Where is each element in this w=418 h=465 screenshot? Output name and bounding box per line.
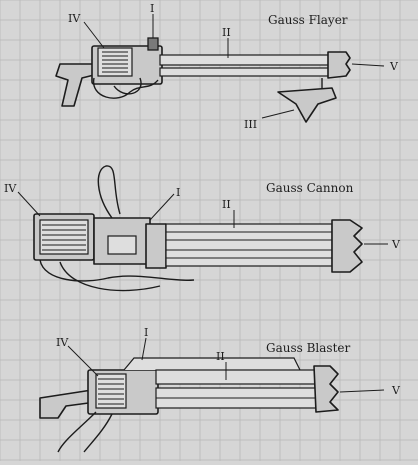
gauss-flayer-blade <box>277 87 337 123</box>
gauss-blaster-label-v: V <box>391 384 401 397</box>
gauss-flayer-label-iii: III <box>244 118 257 131</box>
gauss-blaster-label-iv: IV <box>56 336 69 349</box>
gauss-blaster-cable-2 <box>83 413 113 453</box>
gauss-cannon-label-ii: II <box>222 198 231 211</box>
gauss-blaster-cable <box>57 411 97 453</box>
gauss-cannon-lower-cable-2 <box>59 261 161 292</box>
gauss-flayer-sight <box>147 37 159 51</box>
gauss-cannon-diagram: Gauss Cannon IV I II V <box>4 165 401 292</box>
gauss-cannon-barrel <box>165 223 333 267</box>
gauss-blaster-top-frame <box>123 357 301 371</box>
gauss-blaster-muzzle <box>313 365 339 413</box>
gauss-cannon-muzzle <box>331 219 363 273</box>
gauss-cannon-label-iv: IV <box>4 182 17 195</box>
gauss-flayer-muzzle <box>327 51 351 79</box>
gauss-cannon-mechanism <box>107 235 137 255</box>
gauss-blaster-label-ii: II <box>216 350 225 363</box>
gauss-blaster-label-i: I <box>144 326 148 339</box>
gauss-cannon-label-v: V <box>391 238 401 251</box>
gauss-flayer-barrel-lower <box>159 67 331 77</box>
gauss-flayer-diagram: Gauss Flayer IV I II III V <box>55 2 399 131</box>
gauss-flayer-label-ii: II <box>222 26 231 39</box>
gauss-flayer-label-i: I <box>150 2 154 15</box>
gauss-blaster-title: Gauss Blaster <box>266 341 350 355</box>
gauss-cannon-power-cells <box>39 219 89 255</box>
gauss-flayer-cable <box>93 77 159 99</box>
gauss-flayer-title: Gauss Flayer <box>268 13 348 27</box>
gauss-blaster-power-pack <box>95 373 127 409</box>
gauss-flayer-power-pack <box>97 47 133 77</box>
gauss-blaster-barrel-upper <box>155 369 317 385</box>
gauss-cannon-title: Gauss Cannon <box>266 181 354 195</box>
gauss-flayer-cable-2 <box>113 77 142 95</box>
gauss-flayer-label-v: V <box>389 60 399 73</box>
gauss-cannon-breech <box>145 223 167 269</box>
gauss-flayer-barrel-upper <box>159 54 331 66</box>
gauss-blaster-diagram: Gauss Blaster IV I II V <box>39 326 401 453</box>
gauss-flayer-label-iv: IV <box>68 12 81 25</box>
gauss-cannon-lower-cable <box>39 259 195 282</box>
gauss-cannon-top-cable <box>97 165 121 219</box>
gauss-cannon-label-i: I <box>176 186 180 199</box>
